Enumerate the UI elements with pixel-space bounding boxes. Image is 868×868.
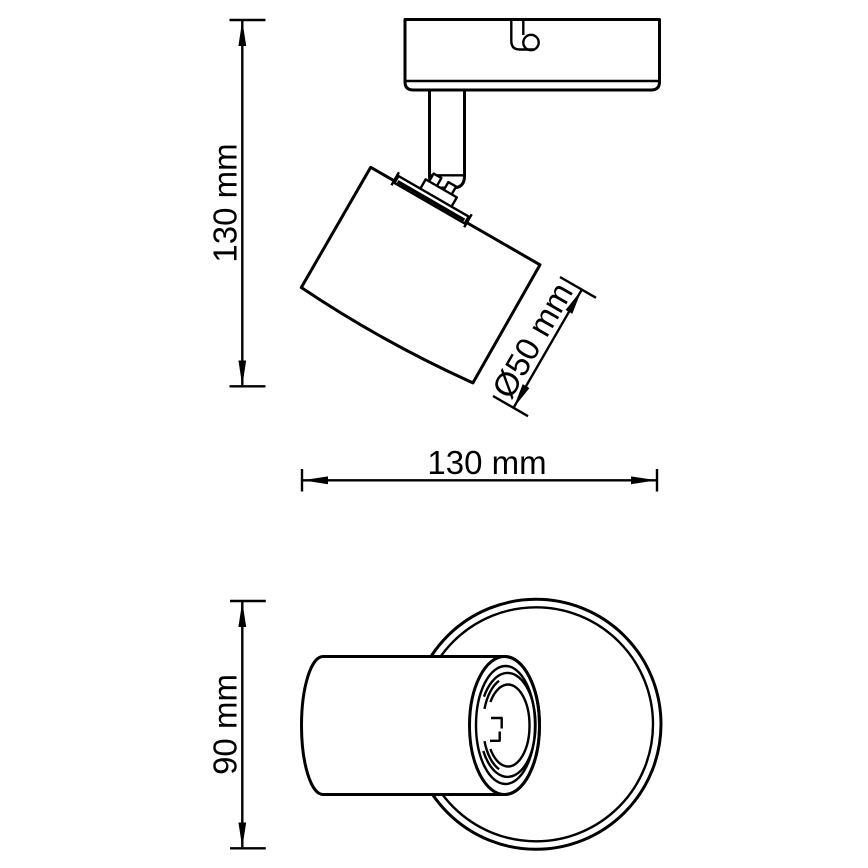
socket-ring-edge-bottom xyxy=(483,740,500,771)
head-back-plate xyxy=(390,171,473,228)
diameter-ext-line-bottom xyxy=(492,394,529,418)
keyhole-hole xyxy=(522,33,540,52)
canopy-dim-label: 90 mm xyxy=(207,674,244,775)
width-dimension: 130 mm xyxy=(300,444,659,492)
height-dim-label: 130 mm xyxy=(207,143,244,262)
lamp-head-cylinder xyxy=(300,655,541,796)
width-dim-label: 130 mm xyxy=(427,444,546,481)
diameter-ext-line-top xyxy=(559,275,597,299)
lamp-head-outline xyxy=(299,165,542,385)
socket-rim-outer xyxy=(468,655,541,796)
socket-notch xyxy=(490,716,503,742)
height-dimension: 130 mm xyxy=(207,18,266,388)
lamp-head xyxy=(299,165,542,385)
keyhole-slot xyxy=(510,19,540,52)
lamp-head-front xyxy=(300,655,541,796)
side-view: 130 mm Ø50 mm 130 mm xyxy=(207,18,661,492)
diameter-dim-line xyxy=(512,289,583,409)
canopy-diameter-dimension: 90 mm xyxy=(207,599,266,850)
socket-ring-outer xyxy=(482,671,537,779)
socket-ring-inner xyxy=(489,683,531,768)
bracket-outline xyxy=(403,18,661,92)
front-view: 90 mm xyxy=(207,597,663,851)
socket-ring-edge-top xyxy=(483,679,500,710)
head-diameter-dimension: Ø50 mm xyxy=(485,275,597,418)
head-diameter-label: Ø50 mm xyxy=(485,276,580,404)
ceiling-bracket xyxy=(403,18,661,92)
lamp-socket xyxy=(482,671,537,779)
swivel-joint xyxy=(417,172,459,210)
